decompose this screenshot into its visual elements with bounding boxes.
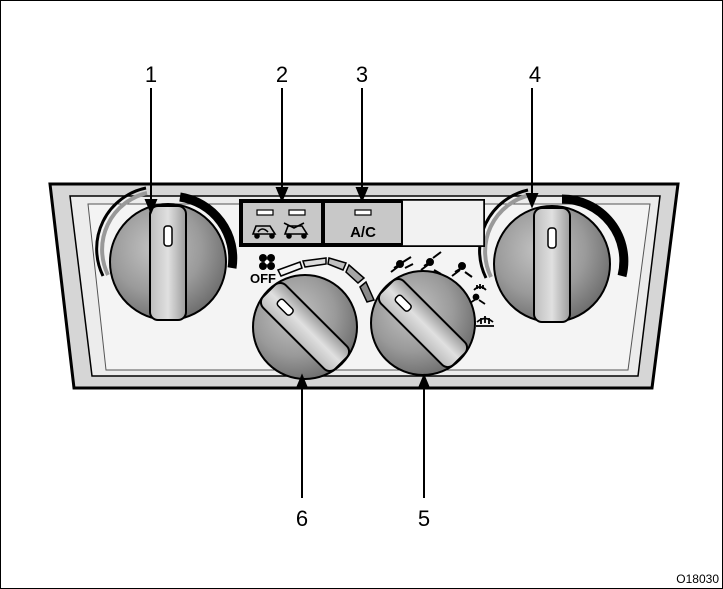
knob-indicator: [164, 226, 172, 246]
callout-2: 2: [276, 62, 288, 87]
ac-label: A/C: [350, 224, 376, 241]
knob-indicator: [548, 228, 556, 248]
callout-3: 3: [356, 62, 368, 87]
indicator-light: [257, 210, 273, 215]
indicator-light: [355, 210, 371, 215]
callout-5: 5: [418, 506, 430, 531]
indicator-light: [289, 210, 305, 215]
ac-button[interactable]: A/C: [324, 202, 402, 244]
blank-button: [402, 200, 484, 246]
figure-code: O18030: [676, 572, 719, 586]
callout-1: 1: [145, 62, 157, 87]
callout-4: 4: [529, 62, 541, 87]
air-intake-button[interactable]: [242, 202, 322, 244]
callout-6: 6: [296, 506, 308, 531]
fan-off-label: OFF: [250, 271, 276, 286]
